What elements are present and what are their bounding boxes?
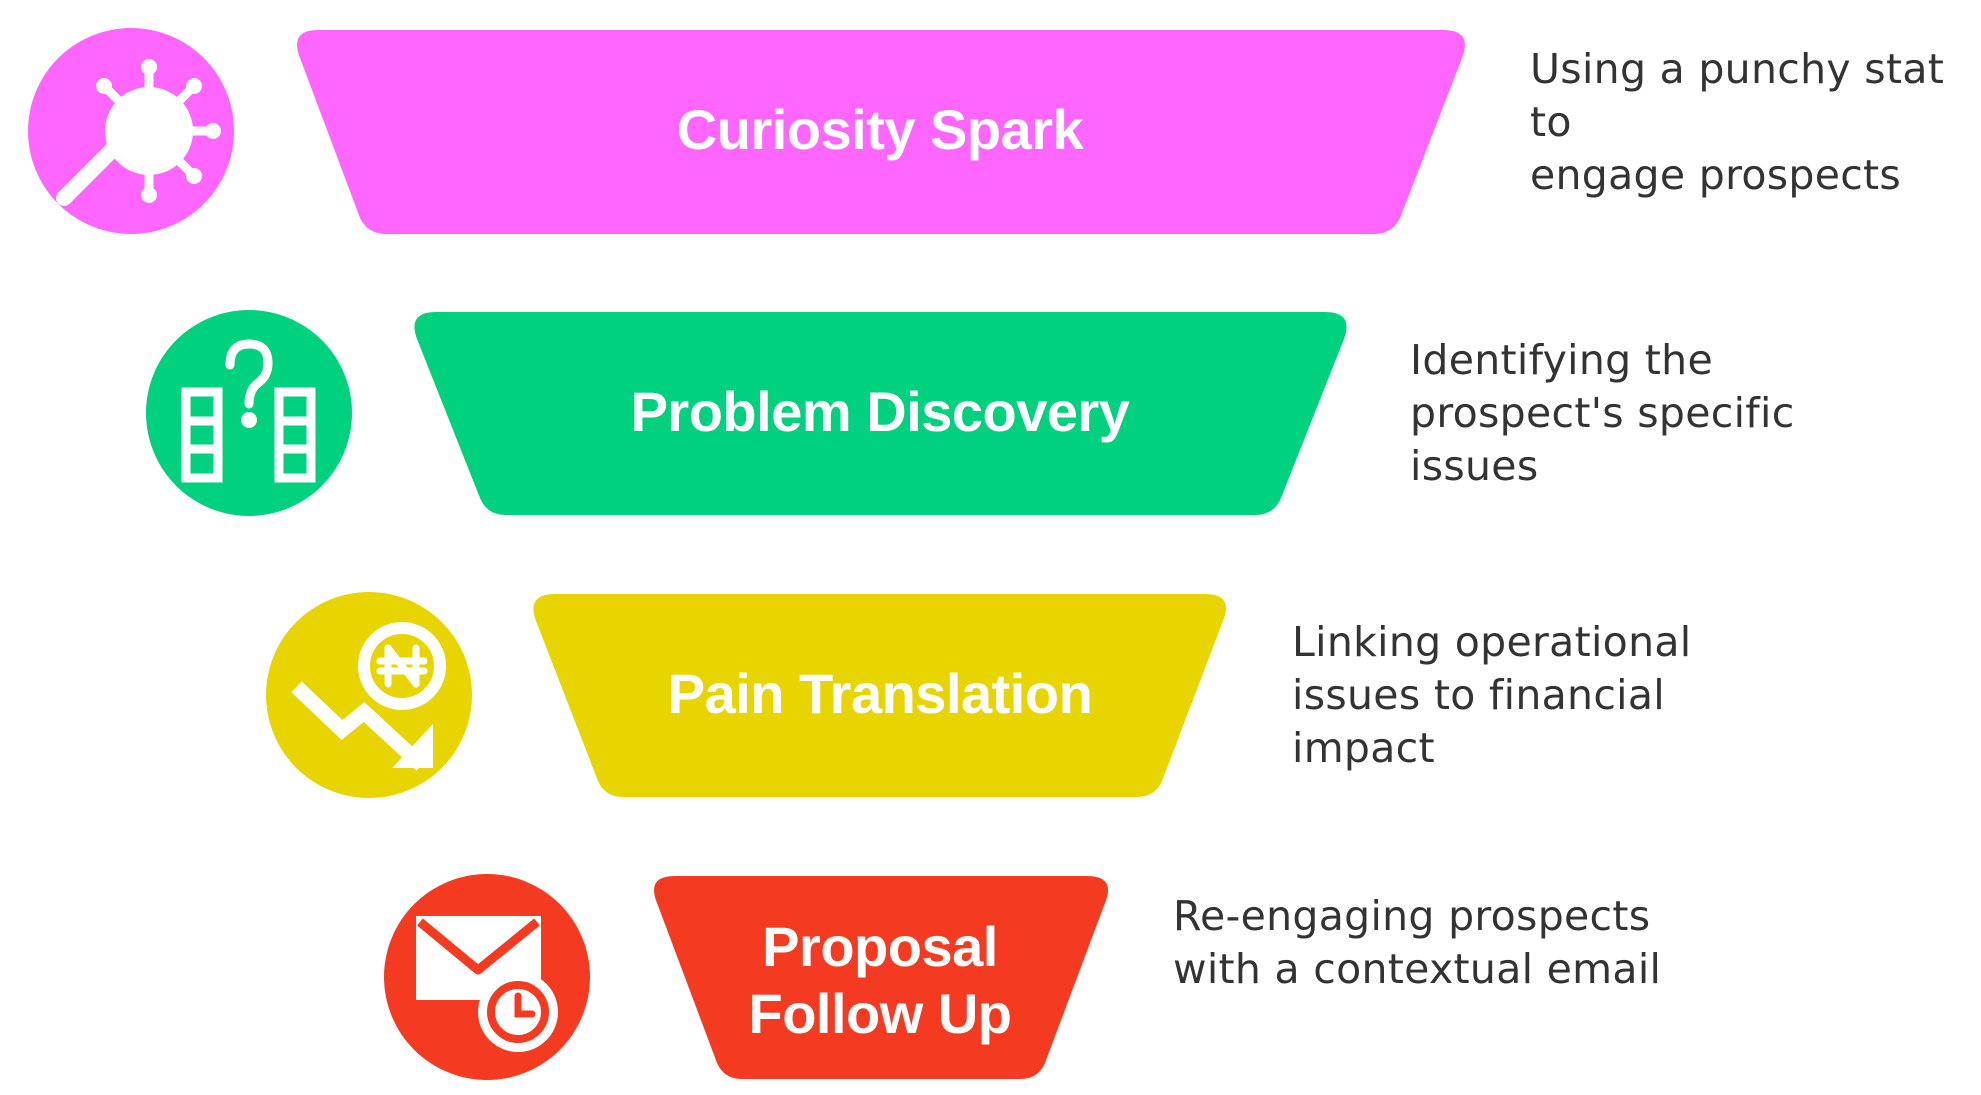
funnel-segment-1: [296, 30, 1465, 234]
stage-1-description: Using a punchy stat to engage prospects: [1530, 45, 1945, 199]
stage-2-label: Problem Discovery: [630, 380, 1130, 444]
stage-3: [266, 592, 1227, 798]
magnifying-glass-virus-icon: [28, 28, 234, 234]
stage-4-label: Proposal Follow Up: [748, 914, 1012, 1045]
funnel-segment-3: [533, 594, 1227, 797]
funnel-segment-4: [653, 876, 1109, 1079]
question-grid-icon: [146, 310, 352, 516]
stage-2: [146, 310, 1347, 516]
stage-3-label: Pain Translation: [667, 662, 1093, 726]
money-decline-icon: [266, 592, 472, 798]
stage-4: [384, 874, 1109, 1080]
stage-2-description: Identifying the prospect's specific issu…: [1410, 336, 1795, 490]
mail-clock-icon: [384, 874, 590, 1080]
stage-3-description: Linking operational issues to financial …: [1292, 618, 1692, 772]
funnel-segment-2: [414, 312, 1347, 515]
stage-1-label: Curiosity Spark: [676, 98, 1084, 162]
stage-1: [28, 28, 1465, 234]
stage-4-description: Re-engaging prospects with a contextual …: [1173, 892, 1662, 993]
